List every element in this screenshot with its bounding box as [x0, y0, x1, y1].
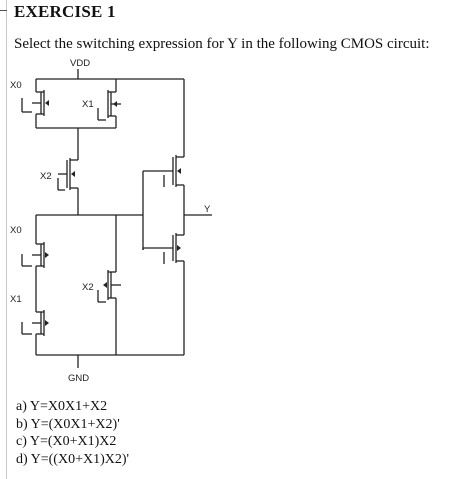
- exercise-heading: EXERCISE 1: [14, 2, 116, 21]
- option-a[interactable]: a) Y=X0X1+X2: [16, 399, 108, 414]
- nmos-x0-label: X0: [10, 225, 22, 236]
- pmos-x1-transistor: [97, 79, 121, 128]
- option-c[interactable]: c) Y=(X0+X1)X2: [16, 434, 117, 450]
- page-margin-rule: [6, 0, 7, 479]
- answer-options: a) Y=X0X1+X2 b) Y=(X0X1+X2)' c) Y=(X0+X1…: [16, 398, 129, 468]
- output-node: [183, 185, 212, 235]
- nmos-x1-label: X1: [10, 294, 22, 305]
- nmos-x2-label: X2: [82, 282, 94, 293]
- nmos-x0-transistor: [21, 215, 49, 268]
- pmos-x0-label: X0: [10, 80, 22, 91]
- pmos-x1-label: X1: [82, 99, 94, 110]
- inverter-nmos-transistor: [142, 233, 185, 265]
- option-d[interactable]: d) Y=((X0+X1)X2)': [16, 451, 130, 467]
- gnd-label: GND: [68, 373, 89, 384]
- vdd-label: VDD: [70, 58, 90, 69]
- gnd-rail: [35, 265, 185, 368]
- pmos-x0-transistor: [32, 79, 49, 128]
- nmos-x1-transistor: [21, 310, 49, 336]
- page-margin-tick: [0, 10, 7, 11]
- pmos-x2-label: X2: [40, 171, 52, 182]
- question-prompt: Select the switching expression for Y in…: [14, 36, 430, 52]
- nmos-x2-transistor: [97, 215, 121, 355]
- pmos-x0-gate-lead: [21, 98, 32, 113]
- option-b[interactable]: b) Y=(X0X1+X2)': [16, 416, 120, 432]
- vdd-rail: [36, 69, 185, 157]
- pmos-x2-transistor: [57, 158, 78, 191]
- output-y-label: Y: [204, 204, 211, 215]
- inverter-pmos-transistor: [142, 155, 184, 187]
